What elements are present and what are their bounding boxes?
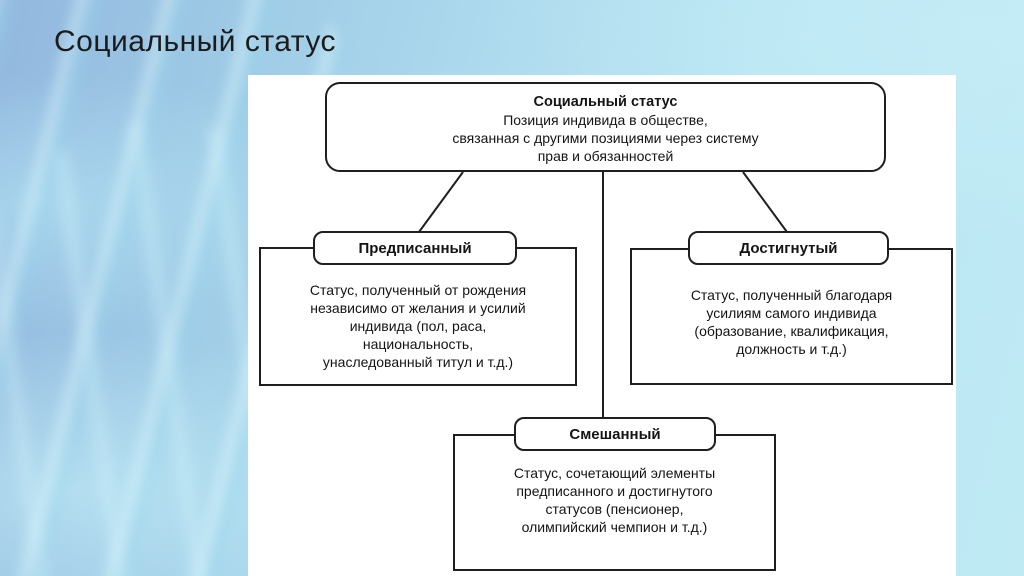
mixed-header-box: Смешанный — [514, 417, 716, 451]
prescribed-text-line: национальность, — [362, 336, 474, 352]
mixed-description-box: Статус, сочетающий элементы предписанног… — [453, 434, 776, 571]
root-box-text-line: связанная с другими позициями через сист… — [452, 130, 759, 146]
achieved-text-line: Статус, полученный благодаря — [690, 287, 893, 303]
prescribed-text-line: Статус, полученный от рождения — [309, 282, 527, 298]
mixed-text-line: олимпийский чемпион и т.д.) — [521, 519, 708, 535]
prescribed-text-line: индивида (пол, раса, — [349, 318, 487, 334]
connector-root-to-achieved — [742, 171, 788, 233]
prescribed-description-box: Статус, полученный от рождения независим… — [259, 247, 577, 386]
root-box: Социальный статус Позиция индивида в общ… — [325, 82, 886, 172]
mixed-text-line: Статус, сочетающий элементы — [513, 465, 716, 481]
mixed-header-label: Смешанный — [569, 425, 661, 443]
mixed-text-line: предписанного и достигнутого — [516, 483, 713, 499]
achieved-text-line: должность и т.д.) — [736, 341, 847, 357]
slide-title: Социальный статус — [54, 25, 337, 58]
achieved-text-line: (образование, квалификация, — [694, 323, 889, 339]
prescribed-header-box: Предписанный — [313, 231, 517, 265]
connector-root-to-prescribed — [418, 171, 464, 233]
root-box-text-line: прав и обязанностей — [537, 148, 674, 164]
prescribed-text-line: независимо от желания и усилий — [310, 300, 526, 316]
prescribed-header-label: Предписанный — [358, 239, 472, 257]
achieved-description-box: Статус, полученный благодаря усилиям сам… — [630, 248, 953, 385]
mixed-text-line: статусов (пенсионер, — [545, 501, 684, 517]
root-box-text-line: Позиция индивида в обществе, — [503, 112, 708, 128]
prescribed-text-line: унаследованный титул и т.д.) — [322, 354, 514, 370]
achieved-text-line: усилиям самого индивида — [706, 305, 877, 321]
achieved-header-box: Достигнутый — [688, 231, 889, 265]
achieved-header-label: Достигнутый — [739, 239, 838, 257]
root-box-title: Социальный статус — [533, 94, 678, 110]
